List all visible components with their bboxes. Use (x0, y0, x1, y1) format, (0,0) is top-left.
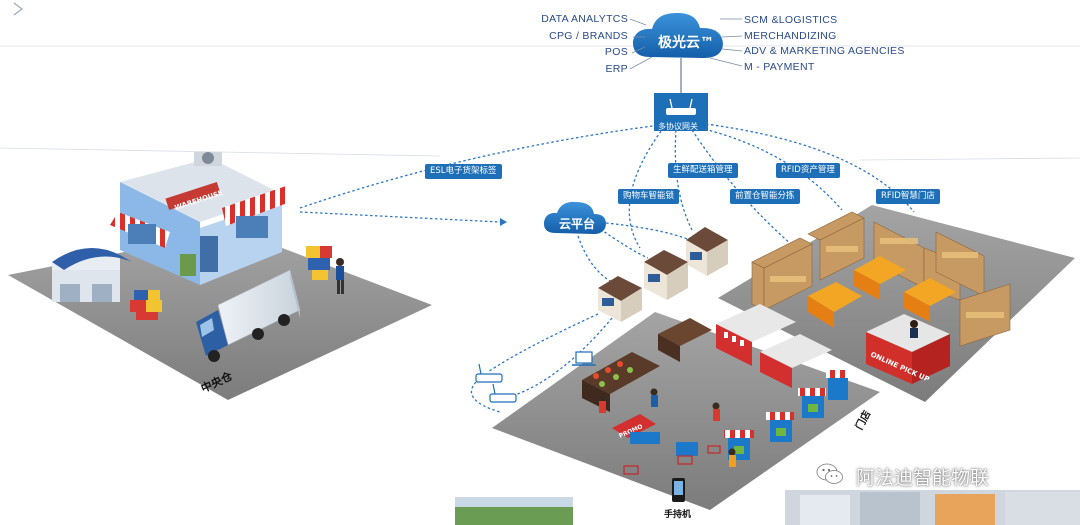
link-front-sorting: 前置仓智能分拣 (730, 189, 800, 204)
corner-marks (13, 2, 23, 16)
truck (196, 269, 301, 362)
cloud-platform-label: 云平台 (559, 217, 596, 231)
laptop-icon (572, 351, 596, 366)
aurora-cloud-label: 极光云™ (658, 35, 714, 51)
link-rfid-asset: RFID资产管理 (776, 163, 840, 178)
handheld-icon (672, 478, 685, 502)
service-label-right-3: ADV & MARKETING AGENCIES (744, 45, 905, 57)
online-pickup-counter: ONLINE PICK UP (866, 314, 950, 384)
promo-kiosks: PROMO (612, 370, 850, 460)
front-warehouse-shelves (751, 211, 1011, 347)
store-shelves (582, 304, 832, 412)
router-icon (654, 93, 708, 131)
link-esl: ESL电子货架标签 (425, 164, 502, 179)
produce-stalls (808, 256, 956, 328)
link-fresh-box: 生鲜配送箱管理 (668, 163, 738, 178)
link-cart-lock: 购物车智能锁 (618, 189, 680, 204)
cloud-platform-icon (543, 201, 606, 234)
zone-handheld: 手持机 (664, 510, 692, 520)
service-label-left-3: POS (604, 46, 628, 58)
watermark-text: 阿法迪智能物联 (856, 467, 990, 489)
service-label-right-1: SCM &LOGISTICS (744, 14, 838, 26)
access-point-icon (489, 383, 517, 403)
warehouse-building: WAREHOUSE (52, 152, 290, 302)
service-label-right-4: M - PAYMENT (744, 61, 815, 73)
cloud-service-connectors (629, 18, 743, 70)
cargo-boxes (130, 246, 332, 320)
worker-figure (336, 258, 344, 294)
gateway-label: 多协议网关 (658, 122, 698, 131)
shopping-carts (623, 445, 721, 475)
link-rfid-store: RFID智慧门店 (876, 189, 940, 204)
aurora-cloud-icon (632, 12, 723, 58)
smart-kiosks (598, 227, 728, 322)
arrowhead (500, 218, 507, 226)
access-point-icon (475, 363, 503, 383)
wechat-icon (816, 463, 844, 485)
service-label-left-4: ERP (605, 63, 628, 75)
service-label-left-1: DATA ANALYTCS (541, 13, 628, 25)
service-label-right-2: MERCHANDIZING (744, 30, 837, 42)
photo-strip (455, 490, 1080, 525)
shoppers (598, 388, 736, 467)
service-label-left-2: CPG / BRANDS (549, 30, 628, 42)
